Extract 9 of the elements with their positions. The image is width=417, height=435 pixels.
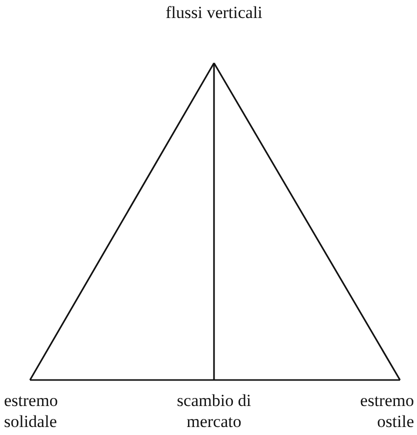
- triangle-line: [213, 63, 215, 380]
- vertex-label: estremo ostile: [359, 390, 414, 432]
- vertex-label: flussi verticali: [164, 2, 264, 23]
- triangle-line: [214, 379, 400, 381]
- triangle-line: [30, 379, 214, 381]
- triangle-line: [213, 62, 401, 380]
- triangle-line: [29, 62, 215, 380]
- vertex-label: estremo solidale: [4, 390, 59, 432]
- vertex-label: scambio di mercato: [176, 390, 252, 432]
